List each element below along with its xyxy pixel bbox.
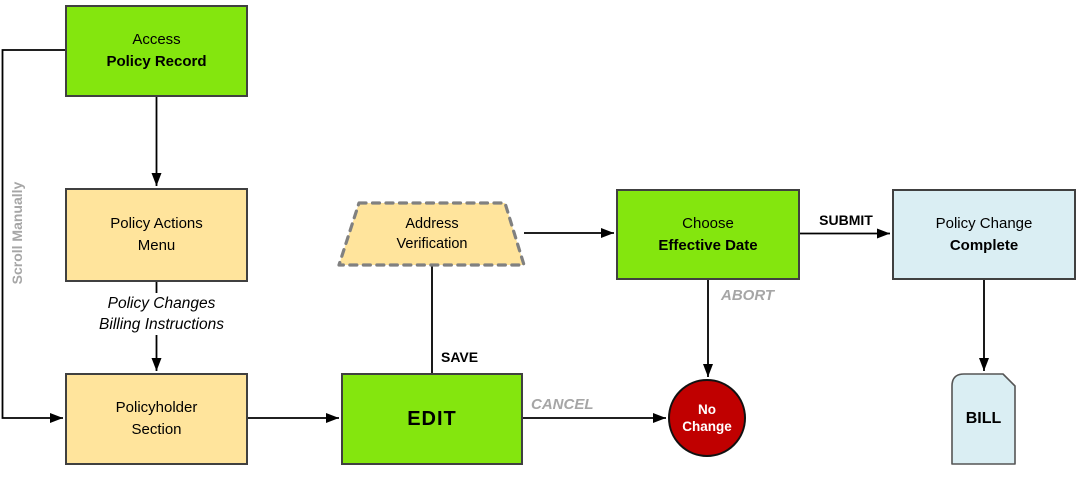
node-bill-shape <box>951 373 1016 465</box>
edge-label-submit: SUBMIT <box>819 212 873 228</box>
node-policy-change-complete: Policy Change Complete <box>892 189 1076 280</box>
node-label-line2: Section <box>131 421 182 438</box>
node-label-line1: Choose <box>682 214 734 232</box>
node-label-line1: Address <box>405 216 459 232</box>
node-address-verification-label: Address Verification <box>349 206 515 262</box>
node-label-line1: No <box>698 402 716 417</box>
node-label-line1: Policyholder <box>115 399 198 416</box>
node-bill-label: BILL <box>951 373 1016 465</box>
edge-label-cancel: CANCEL <box>531 396 594 413</box>
edge-label-menu-options: Policy Changes Billing Instructions <box>70 293 253 335</box>
node-no-change-terminator: No Change <box>668 379 746 457</box>
node-label-line2: Verification <box>396 236 468 252</box>
node-label-line1: Policy Actions <box>110 215 203 232</box>
node-access-policy-record: Access Policy Record <box>65 5 248 97</box>
node-policy-actions-menu: Policy Actions Menu <box>65 188 248 282</box>
edge-label-abort: ABORT <box>721 287 775 304</box>
node-policyholder-section: Policyholder Section <box>65 373 248 465</box>
edge-label-scroll-manually: Scroll Manually <box>9 181 25 285</box>
edge-label-save: SAVE <box>441 349 479 365</box>
menu-option-billing-instructions: Billing Instructions <box>99 316 224 333</box>
node-label: EDIT <box>407 408 457 430</box>
node-label-line2: Menu <box>137 237 176 254</box>
node-edit: EDIT <box>341 373 523 465</box>
node-label-line2: Policy Record <box>106 53 207 70</box>
node-label: BILL <box>965 410 1002 427</box>
node-choose-effective-date: Choose Effective Date <box>616 189 800 280</box>
node-label-line2: Change <box>682 419 732 434</box>
menu-option-policy-changes: Policy Changes <box>107 295 216 312</box>
node-label-line1: Access <box>132 31 181 48</box>
node-label-line2: Complete <box>949 236 1019 254</box>
node-label-line2: Effective Date <box>658 236 758 254</box>
node-address-verification-shape <box>337 201 526 267</box>
flow-scroll-manually-path <box>1 49 65 423</box>
node-label-line1: Policy Change <box>935 214 1033 232</box>
